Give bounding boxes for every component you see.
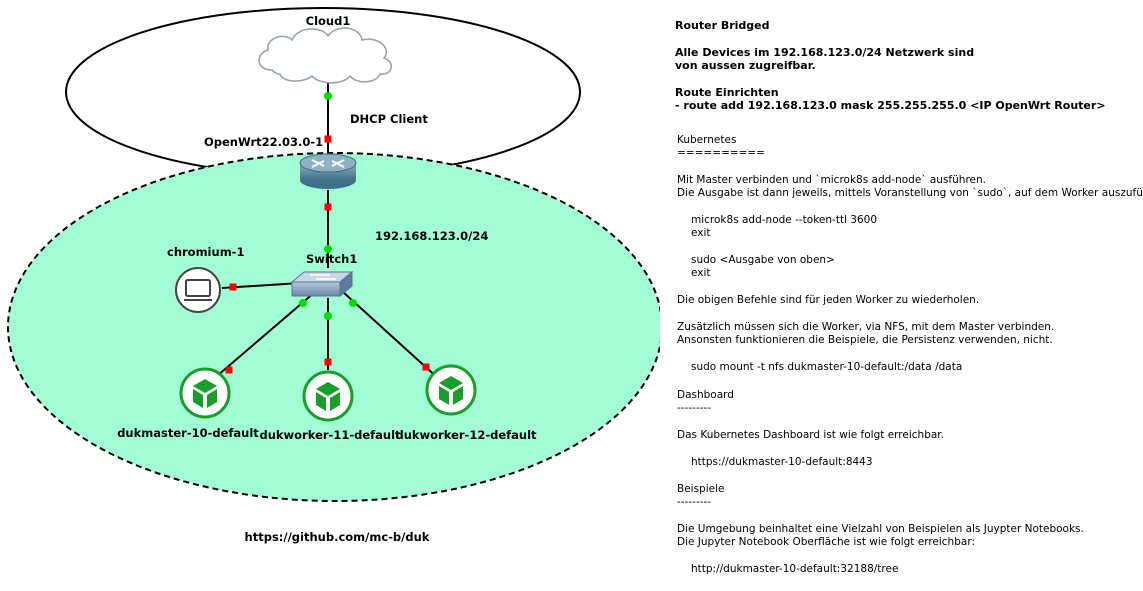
cube-icon[interactable] [179, 367, 231, 419]
node-label-worker12: dukworker-12-default [395, 428, 537, 442]
examples-text: Die Jupyter Notebook Oberfläche ist wie … [677, 536, 975, 548]
port-down-indicator [422, 363, 430, 371]
port-down-indicator [229, 283, 237, 291]
route-command: - route add 192.168.123.0 mask 255.255.2… [675, 99, 1106, 112]
router-icon[interactable] [299, 153, 357, 189]
examples-heading: Beispiele [677, 483, 725, 495]
node-label-master: dukmaster-10-default [117, 426, 259, 440]
port-down-indicator [225, 366, 233, 374]
dashboard-underline: --------- [677, 402, 712, 414]
network-topology: Cloud1 DHCP Client OpenWrt22.03.0-1 192.… [7, 7, 660, 544]
route-heading: Route Einrichten [675, 86, 779, 99]
cloud-icon[interactable] [258, 27, 392, 84]
port-up-indicator [324, 92, 332, 100]
nfs-text: Ansonsten funktionieren die Beispiele, d… [677, 334, 1053, 346]
cube-icon[interactable] [425, 364, 477, 416]
code-line: sudo <Ausgabe von oben> [691, 254, 835, 266]
code-line: sudo mount -t nfs dukmaster-10-default:/… [691, 361, 963, 373]
router-label: OpenWrt22.03.0-1 [204, 135, 323, 149]
repo-link[interactable]: https://github.com/mc-b/duk [245, 530, 430, 544]
client-label: chromium-1 [167, 245, 244, 259]
port-down-indicator [324, 203, 332, 211]
examples-underline: --------- [677, 496, 712, 508]
port-down-indicator [324, 135, 332, 143]
dashboard-url[interactable]: https://dukmaster-10-default:8443 [691, 456, 873, 468]
examples-text: Die Umgebung beinhaltet eine Vielzahl vo… [677, 523, 1084, 535]
repeat-text: Die obigen Befehle sind für jeden Worker… [677, 294, 980, 306]
port-up-indicator [349, 299, 357, 307]
monitor-icon[interactable] [175, 267, 221, 313]
cloud-label: Cloud1 [306, 14, 351, 28]
dashboard-heading: Dashboard [677, 389, 734, 401]
dhcp-label: DHCP Client [350, 112, 428, 126]
port-down-indicator [324, 358, 332, 366]
code-line: microk8s add-node --token-ttl 3600 [691, 214, 878, 226]
port-up-indicator [324, 245, 332, 253]
port-up-indicator [299, 299, 307, 307]
dashboard-text: Das Kubernetes Dashboard ist wie folgt e… [677, 429, 944, 441]
k8s-text: Die Ausgabe ist dann jeweils, mittels Vo… [677, 187, 1143, 199]
switch-icon[interactable] [290, 270, 354, 298]
devices-line: Alle Devices im 192.168.123.0/24 Netzwer… [675, 46, 975, 59]
switch-label: Switch1 [306, 252, 357, 266]
code-line: exit [691, 227, 711, 239]
lan-region [7, 152, 660, 502]
subnet-label: 192.168.123.0/24 [375, 229, 488, 243]
k8s-text: Mit Master verbinden und `microk8s add-n… [677, 174, 986, 186]
node-label-worker11: dukworker-11-default [259, 428, 401, 442]
k8s-heading: Kubernetes [677, 134, 737, 146]
port-up-indicator [324, 312, 332, 320]
nfs-text: Zusätzlich müssen sich die Worker, via N… [677, 321, 1055, 333]
code-line: exit [691, 267, 711, 279]
notes-title: Router Bridged [675, 19, 770, 32]
jupyter-url[interactable]: http://dukmaster-10-default:32188/tree [691, 563, 899, 575]
devices-line: von aussen zugreifbar. [675, 59, 816, 72]
k8s-underline: ========== [677, 147, 765, 159]
cube-icon[interactable] [302, 370, 354, 422]
